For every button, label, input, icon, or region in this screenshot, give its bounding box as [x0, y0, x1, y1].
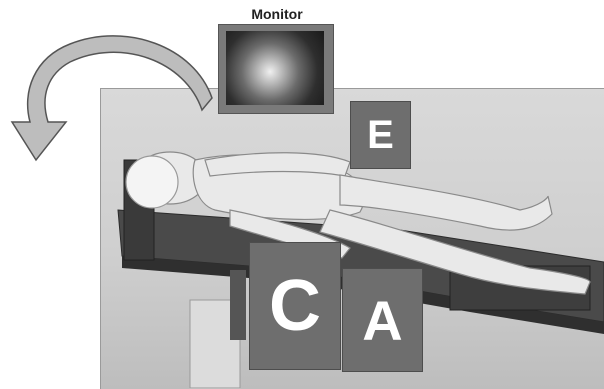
monitor-label: Monitor	[222, 6, 332, 22]
monitor-screen	[226, 31, 324, 105]
surgical-cap	[126, 156, 178, 208]
rotate-arrow-icon	[12, 36, 212, 160]
position-a-tile: A	[342, 268, 423, 372]
monitor	[218, 24, 334, 114]
position-c-tile: C	[249, 242, 341, 370]
position-e-tile: E	[350, 101, 411, 169]
